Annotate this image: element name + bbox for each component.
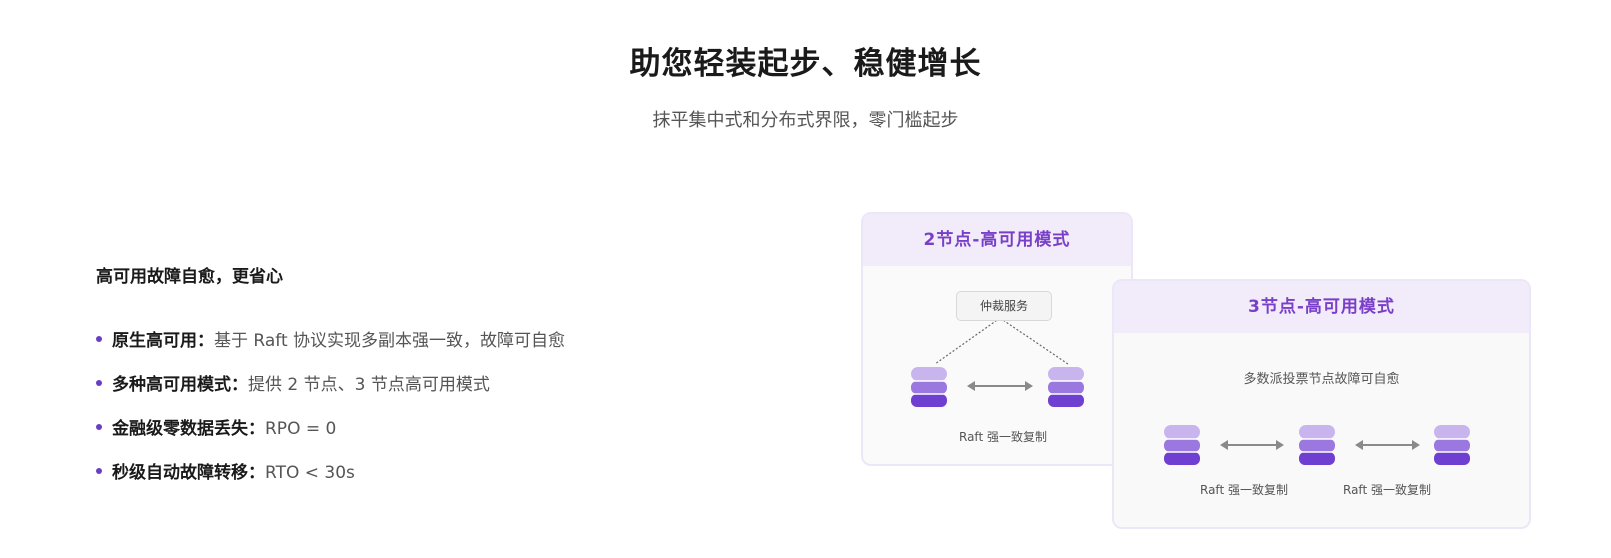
- double-arrow-icon: [1220, 440, 1284, 450]
- feature-item: 金融级零数据丢失：RPO = 0: [96, 414, 565, 458]
- two-node-ha-card: 2节点-高可用模式 仲裁服务 Raft 强一致复制: [861, 212, 1133, 466]
- feature-heading: 高可用故障自愈，更省心: [96, 267, 283, 287]
- database-icon: [1434, 425, 1470, 465]
- replication-caption-right: Raft 强一致复制: [1343, 483, 1431, 497]
- feature-desc: RTO < 30s: [265, 463, 355, 483]
- feature-item: 原生高可用：基于 Raft 协议实现多副本强一致，故障可自愈: [96, 326, 565, 370]
- feature-label: 秒级自动故障转移：: [112, 463, 265, 483]
- feature-desc: 提供 2 节点、3 节点高可用模式: [248, 375, 490, 395]
- three-node-connectors: [1220, 440, 1420, 450]
- hero-title: 助您轻装起步、稳健增长: [629, 46, 982, 82]
- feature-label: 原生高可用：: [112, 331, 214, 351]
- feature-label: 金融级零数据丢失：: [112, 419, 265, 439]
- hero-subtitle: 抹平集中式和分布式界限，零门槛起步: [652, 110, 959, 131]
- double-arrow-icon: [967, 381, 1033, 391]
- bullet-dot-icon: [96, 424, 102, 430]
- database-icon: [911, 367, 947, 407]
- feature-item: 秒级自动故障转移：RTO < 30s: [96, 458, 565, 502]
- replication-caption: Raft 强一致复制: [959, 430, 1047, 444]
- feature-desc: 基于 Raft 协议实现多副本强一致，故障可自愈: [214, 331, 566, 351]
- arbiter-link-right: [999, 317, 1069, 365]
- three-node-card-title: 3节点-高可用模式: [1114, 281, 1529, 333]
- bullet-dot-icon: [96, 380, 102, 386]
- replication-caption-left: Raft 强一致复制: [1200, 483, 1288, 497]
- database-icon: [1299, 425, 1335, 465]
- bullet-dot-icon: [96, 336, 102, 342]
- database-icon: [1164, 425, 1200, 465]
- database-icon: [1048, 367, 1084, 407]
- arbiter-service-box: 仲裁服务: [956, 291, 1052, 321]
- feature-item: 多种高可用模式：提供 2 节点、3 节点高可用模式: [96, 370, 565, 414]
- bullet-dot-icon: [96, 468, 102, 474]
- majority-vote-caption: 多数派投票节点故障可自愈: [1243, 372, 1400, 387]
- feature-desc: RPO = 0: [265, 419, 337, 439]
- two-node-card-title: 2节点-高可用模式: [863, 214, 1131, 266]
- feature-label: 多种高可用模式：: [112, 375, 248, 395]
- two-node-connectors: [934, 317, 1069, 391]
- double-arrow-icon: [1355, 440, 1420, 450]
- arbiter-link-left: [934, 317, 1001, 365]
- three-node-ha-card: 3节点-高可用模式 多数派投票节点故障可自愈 Raft 强一致复制: [1112, 279, 1531, 529]
- feature-list: 原生高可用：基于 Raft 协议实现多副本强一致，故障可自愈 多种高可用模式：提…: [96, 326, 565, 502]
